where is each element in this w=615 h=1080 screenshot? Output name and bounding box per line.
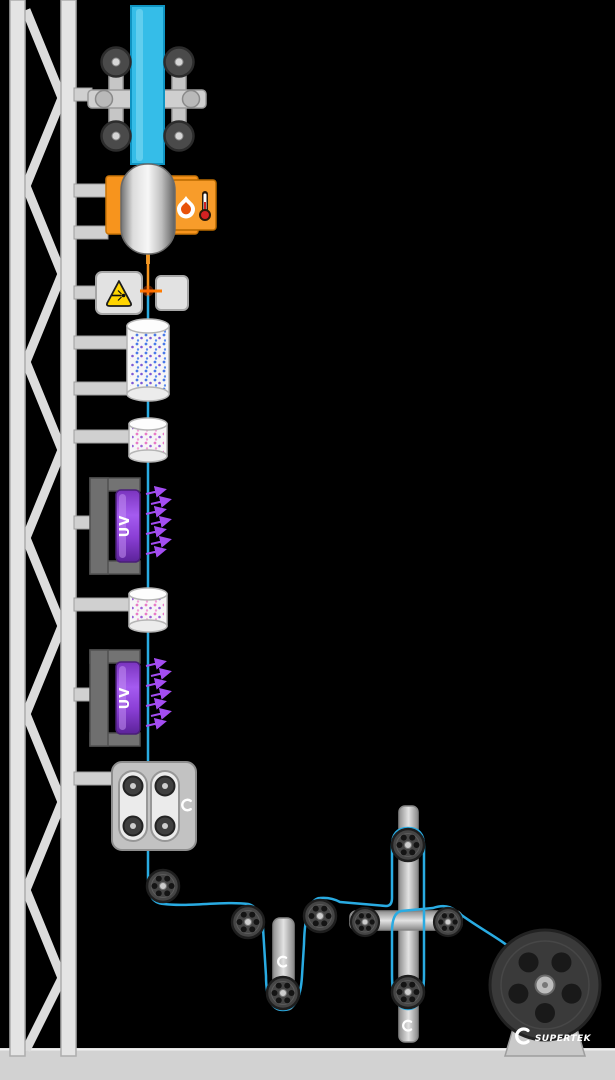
pulley-wheel (432, 906, 464, 938)
laser-spot (145, 288, 151, 294)
pulley-wheel (390, 827, 426, 863)
mounting-bracket (73, 597, 132, 612)
feed-roller (100, 46, 132, 78)
pulley-wheel (145, 868, 181, 904)
truss-bracing (21, 8, 67, 1053)
cooling-tube-top (126, 318, 170, 334)
mounting-bracket (73, 771, 115, 786)
flame-icon (177, 196, 195, 219)
feed-roller (163, 120, 195, 152)
capstan-roller (122, 815, 144, 837)
spool-hole (561, 983, 582, 1004)
uv-lamp-highlight (119, 494, 126, 558)
uv-rays (145, 657, 172, 730)
clamp-hub (181, 89, 201, 109)
uv-housing-spine (89, 477, 109, 575)
spool-hole (508, 983, 529, 1004)
uv-curing-oven-2: UV (89, 649, 172, 747)
spool-hole (551, 952, 572, 973)
mounting-bracket (73, 429, 132, 444)
mounting-bracket (73, 183, 109, 198)
uv-housing-spine (89, 649, 109, 747)
cooling-gas-dots (130, 328, 166, 392)
spool-hole (518, 952, 539, 973)
thermometer-icon (199, 191, 211, 221)
preform-feed-clamp (87, 5, 207, 165)
capstan-tractor (111, 761, 197, 851)
capstan-roller (122, 775, 144, 797)
glass-preform (130, 5, 165, 165)
uv-rays (145, 485, 172, 558)
brand-mark: SUPERTEK (515, 1027, 592, 1045)
rail-left (9, 0, 26, 1057)
coater-bottom (128, 619, 168, 633)
uv-lamp-highlight (119, 666, 126, 730)
cooling-tube-bottom (126, 386, 170, 402)
coating-applicator-2 (128, 587, 168, 633)
uv-label: UV (118, 515, 133, 538)
furnace-cylinder (120, 163, 176, 255)
pulley-wheel (230, 904, 266, 940)
laser-diameter-gauge (95, 271, 189, 315)
laser-warning-icon (106, 280, 132, 307)
uv-label: UV (118, 687, 133, 710)
cooling-tube (126, 318, 170, 402)
preform-highlight (136, 9, 143, 161)
brand-label: SUPERTEK (535, 1034, 592, 1044)
capstan-roller (154, 775, 176, 797)
gauge-housing-right (155, 275, 189, 311)
heat-indicator (171, 179, 217, 231)
pulley-wheel (390, 974, 426, 1010)
mounting-bracket (73, 225, 109, 240)
mounting-brackets (73, 87, 132, 786)
feed-roller (100, 120, 132, 152)
spool-hole (535, 1003, 555, 1023)
mounting-bracket (73, 335, 130, 350)
coater-bottom (128, 449, 168, 463)
feed-roller (163, 46, 195, 78)
pulley-wheel (265, 975, 301, 1011)
draw-furnace (105, 163, 217, 255)
take-up-spool (488, 928, 602, 1042)
fiber-line (146, 294, 533, 1012)
pulley-wheel (349, 906, 381, 938)
spool-ring (500, 940, 590, 1030)
uv-curing-oven-1: UV (89, 477, 172, 575)
mounting-bracket (73, 381, 130, 396)
capstan-roller (154, 815, 176, 837)
mounting-bracket (73, 285, 99, 300)
coater-top (128, 417, 168, 431)
spool-axle (542, 982, 548, 988)
coater-top (128, 587, 168, 601)
clamp-hub (94, 89, 114, 109)
coating-applicator-1 (128, 417, 168, 463)
pulley-wheel (302, 898, 338, 934)
tower-frame (9, 0, 132, 1057)
